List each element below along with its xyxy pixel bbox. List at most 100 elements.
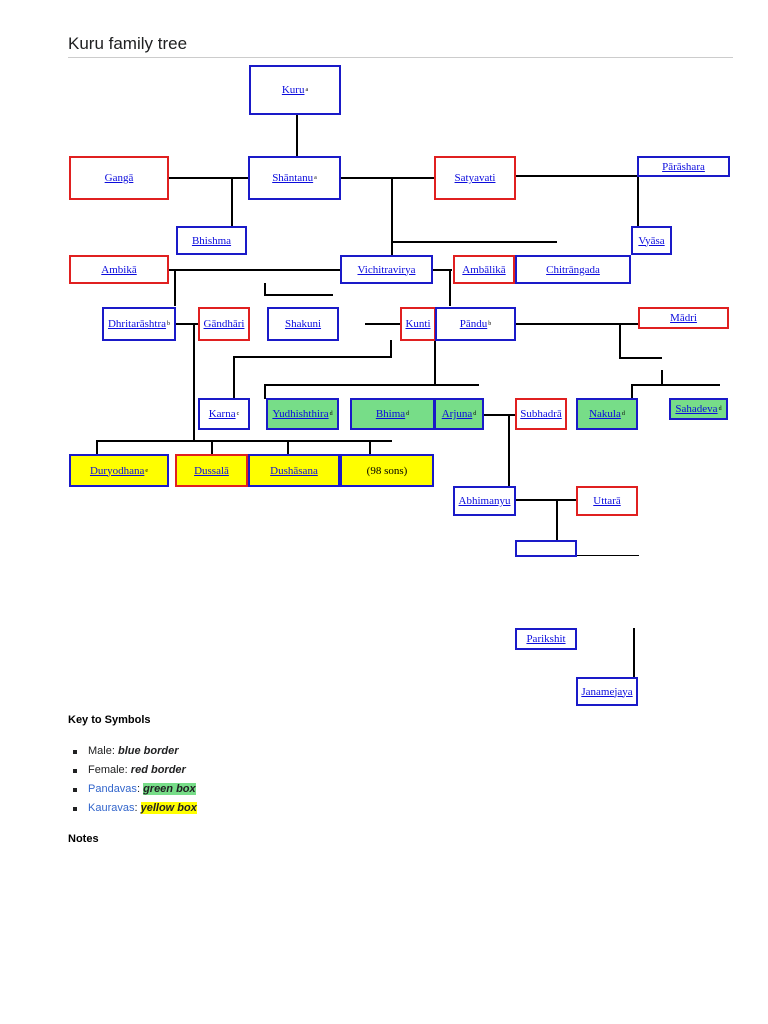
key-kauravas-desc: yellow box [140, 802, 197, 814]
note-marker[interactable]: d [473, 411, 477, 417]
connector-line [631, 384, 720, 386]
ambika-link[interactable]: Ambikā [101, 263, 137, 276]
connector-line [631, 385, 633, 399]
connector-line [287, 441, 289, 454]
note-marker[interactable]: a [314, 175, 317, 181]
parashara-link[interactable]: Pārāshara [662, 160, 705, 173]
connector-line [661, 370, 663, 386]
duryodhana-link[interactable]: Duryodhana [89, 464, 145, 477]
abhimanyu-link[interactable]: Abhimanyu [458, 495, 511, 507]
sahadeva-link[interactable]: Sahadeva [675, 403, 718, 415]
note-marker[interactable]: d [406, 411, 410, 417]
kunti-link[interactable]: Kunti [405, 318, 431, 330]
connector-line [233, 356, 392, 358]
person-box-98-sons: (98 sons) [340, 454, 434, 487]
connector-line [508, 415, 510, 487]
key-colon: : [134, 802, 141, 814]
dhritarashtra-link[interactable]: Dhritarāshtra [107, 318, 167, 330]
connector-line [556, 500, 558, 540]
connector-line [390, 340, 392, 357]
shantanu-link[interactable]: Shāntanu [272, 172, 314, 184]
pandu-link[interactable]: Pāndu [459, 318, 488, 330]
satyavati-link[interactable]: Satyavati [454, 172, 496, 184]
kuru-link[interactable]: Kuru [281, 84, 305, 96]
connector-line [434, 341, 436, 385]
connector-line [264, 283, 266, 295]
notes-heading: Notes [68, 833, 99, 845]
bhishma-link[interactable]: Bhishma [191, 234, 232, 247]
key-male-label: Male: [88, 745, 118, 757]
connector-line [233, 357, 235, 399]
person-box-uttara: Uttarā [576, 486, 638, 516]
shakuni-link[interactable]: Shakuni [284, 318, 322, 330]
person-box-bhishma: Bhishma [176, 226, 247, 255]
connector-line [193, 324, 195, 442]
pandavas-link[interactable]: Pandavas [88, 783, 137, 795]
gandhari-link[interactable]: Gāndhāri [203, 318, 245, 330]
bhima-link[interactable]: Bhima [375, 408, 406, 420]
connector-line [577, 555, 639, 556]
key-female-label: Female: [88, 764, 131, 776]
note-marker[interactable]: e [145, 467, 149, 474]
page-title: Kuru family tree [68, 34, 188, 53]
dushasana-link[interactable]: Dushāsana [270, 464, 318, 477]
connector-line [96, 440, 392, 442]
parikshit-link[interactable]: Parikshit [526, 633, 566, 645]
person-box-empty [515, 540, 577, 557]
connector-line [168, 269, 340, 271]
person-box-gandhari: Gāndhāri [198, 307, 250, 341]
karna-link[interactable]: Karna [208, 408, 236, 420]
person-box-abhimanyu: Abhimanyu [453, 486, 516, 516]
connector-line [264, 294, 333, 296]
connector-line [515, 175, 640, 177]
note-marker[interactable]: d [718, 406, 722, 412]
connector-line [264, 385, 266, 399]
janamejaya-link[interactable]: Janamejaya [581, 685, 633, 698]
note-marker[interactable]: a [305, 87, 309, 93]
note-marker[interactable]: d [329, 411, 333, 417]
connector-line [168, 177, 248, 179]
list-item: Female: red border [73, 761, 197, 780]
vyasa-link[interactable]: Vyāsa [638, 234, 665, 247]
note-marker[interactable]: b [488, 321, 492, 327]
list-item: Kauravas: yellow box [73, 799, 197, 818]
arjuna-link[interactable]: Arjuna [441, 408, 473, 420]
yudhishthira-link[interactable]: Yudhishthira [272, 408, 329, 420]
person-box-kunti: Kunti [400, 307, 436, 341]
person-box-vichitravirya: Vichitravirya [340, 255, 433, 284]
person-box-parashara: Pārāshara [637, 156, 730, 177]
kauravas-link[interactable]: Kauravas [88, 802, 135, 814]
nakula-link[interactable]: Nakula [589, 408, 621, 420]
note-marker[interactable]: d [621, 411, 625, 417]
dussala-link[interactable]: Dussalā [194, 464, 229, 477]
note-marker[interactable]: b [167, 321, 171, 327]
key-pandavas-desc: green box [143, 783, 196, 795]
chitrangada-link[interactable]: Chitrāngada [546, 263, 600, 276]
note-marker[interactable]: c [236, 411, 240, 417]
person-box-janamejaya: Janamejaya [576, 677, 638, 706]
ganga-link[interactable]: Gangā [104, 172, 134, 184]
uttara-link[interactable]: Uttarā [593, 495, 621, 507]
madri-link[interactable]: Mādri [670, 312, 697, 324]
connector-line [264, 384, 479, 386]
connector-line [619, 357, 662, 359]
person-box-ganga: Gangā [69, 156, 169, 200]
connector-line [391, 241, 557, 243]
connector-line [176, 323, 198, 325]
key-list: Male: blue border Female: red border Pan… [73, 742, 197, 818]
person-box-shakuni: Shakuni [267, 307, 339, 341]
subhadra-link[interactable]: Subhadrā [520, 408, 562, 420]
connector-line [369, 441, 371, 454]
list-item: Male: blue border [73, 742, 197, 761]
ambalika-link[interactable]: Ambālikā [462, 263, 506, 276]
vichitravirya-link[interactable]: Vichitravirya [357, 263, 416, 276]
person-box-dussala: Dussalā [175, 454, 248, 487]
person-box-parikshit: Parikshit [515, 628, 577, 650]
